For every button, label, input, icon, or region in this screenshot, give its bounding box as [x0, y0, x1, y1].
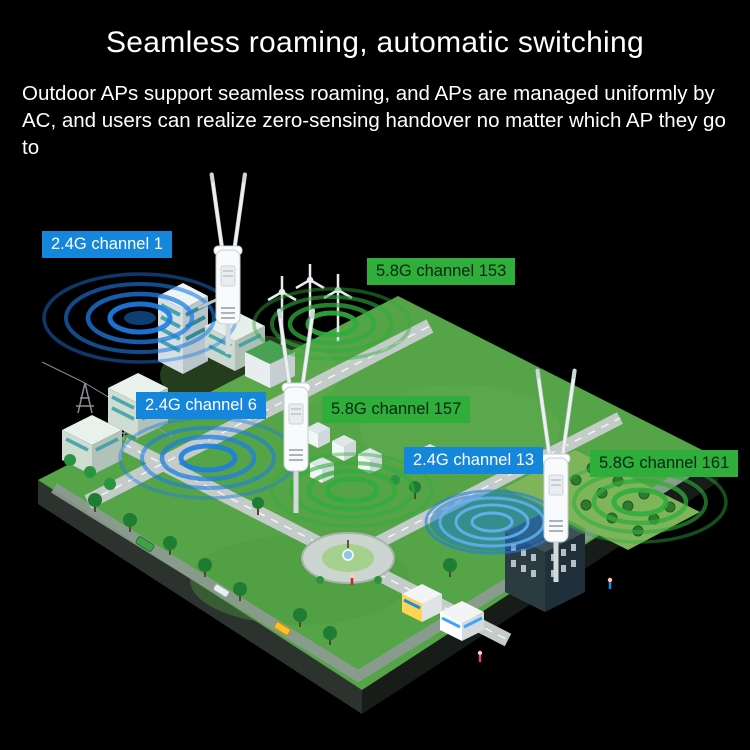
people: [349, 573, 613, 662]
outdoor-ap-2: [276, 308, 316, 513]
wifi-coverage-5-8g-ap1: [252, 287, 412, 361]
channel-label-2-4g-1: 2.4G channel 1: [42, 231, 172, 258]
channel-label-5-8g-153: 5.8G channel 153: [367, 258, 516, 285]
outdoor-ap-1: [197, 172, 248, 354]
page-subtitle: Outdoor APs support seamless roaming, an…: [22, 82, 726, 159]
wifi-coverage-2-4g-ap3: [424, 489, 560, 555]
plaza-fountain: [301, 532, 395, 584]
trees: [64, 454, 457, 645]
wifi-coverage-5-8g-ap2: [270, 452, 434, 528]
outdoor-ap-3: [535, 368, 577, 582]
shops: [402, 584, 484, 641]
page-title: Seamless roaming, automatic switching: [106, 26, 644, 59]
channel-label-2-4g-13: 2.4G channel 13: [404, 447, 544, 474]
channel-label-2-4g-6: 2.4G channel 6: [136, 392, 266, 419]
channel-label-5-8g-161: 5.8G channel 161: [590, 450, 739, 477]
channel-label-5-8g-157: 5.8G channel 157: [322, 396, 471, 423]
